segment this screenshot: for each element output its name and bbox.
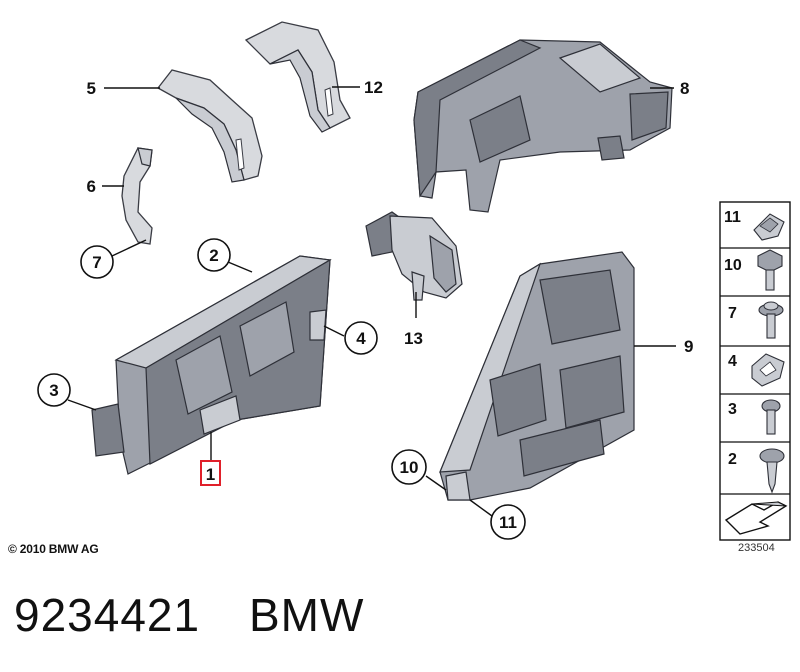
callout-5[interactable]: 5: [87, 79, 96, 98]
part-1-module[interactable]: [91, 255, 332, 475]
callout-1: 1: [206, 465, 215, 484]
legend-label-7: 7: [728, 305, 737, 322]
callout-11-circle[interactable]: 11: [490, 504, 526, 540]
legend-label-11: 11: [724, 209, 741, 226]
clip-nut-icon: [753, 213, 785, 241]
callout-13[interactable]: 13: [404, 329, 423, 348]
self-tapping-screw-icon: [759, 448, 785, 494]
callout-12[interactable]: 12: [364, 78, 383, 97]
callout-2: 2: [209, 246, 218, 265]
callout-3: 3: [49, 381, 58, 400]
part-13-plug[interactable]: [365, 211, 463, 301]
callout-11: 11: [499, 513, 517, 532]
callout-1-highlight[interactable]: 1: [200, 460, 221, 486]
brand-name: BMW: [249, 589, 365, 641]
callout-7: 7: [92, 253, 101, 272]
callout-8[interactable]: 8: [680, 79, 689, 98]
part-5-bracket[interactable]: [157, 69, 263, 183]
copyright-text: © 2010 BMW AG: [8, 542, 99, 556]
diagram-number: 233504: [738, 542, 775, 554]
legend-label-10: 10: [724, 257, 742, 274]
callout-6[interactable]: 6: [87, 177, 96, 196]
part-6-bracket[interactable]: [121, 147, 153, 245]
legend-label-2: 2: [728, 451, 737, 468]
legend-label-3: 3: [728, 401, 737, 418]
spring-clip-icon: [751, 353, 785, 387]
screw-icon: [761, 399, 781, 435]
callout-10-circle[interactable]: 10: [391, 449, 427, 485]
callout-9[interactable]: 9: [684, 337, 693, 356]
washer-screw-icon: [758, 301, 784, 339]
fastener-legend: 11 10 7 4 3 2: [719, 201, 791, 541]
callout-4-circle[interactable]: 4: [344, 321, 378, 355]
part-12-bracket[interactable]: [244, 21, 351, 133]
part-8-module[interactable]: [413, 39, 673, 213]
callout-4: 4: [356, 329, 366, 348]
arrow-icon: [724, 501, 788, 535]
callout-3-circle[interactable]: 3: [37, 373, 71, 407]
callout-10: 10: [400, 458, 419, 477]
hex-bolt-icon: [757, 249, 783, 291]
callout-2-circle[interactable]: 2: [197, 238, 231, 272]
part-number: 9234421: [14, 589, 201, 641]
legend-label-4: 4: [728, 353, 737, 370]
callout-7-circle[interactable]: 7: [80, 245, 114, 279]
part-9-carrier[interactable]: [439, 251, 635, 501]
